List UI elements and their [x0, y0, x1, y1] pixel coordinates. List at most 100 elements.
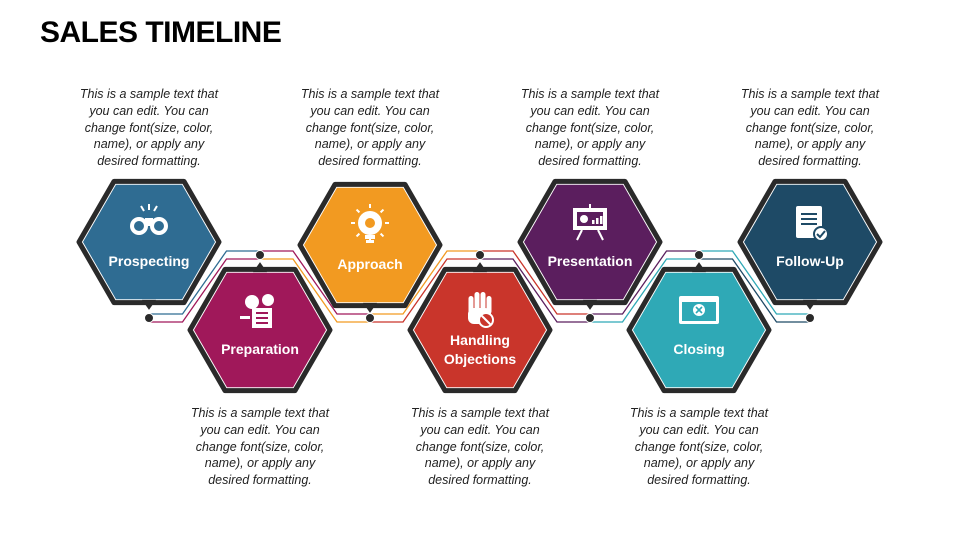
- pointer: [473, 262, 487, 273]
- hexagon-fill: [524, 184, 656, 300]
- hexagon-fill: [744, 184, 876, 300]
- description-line: This is a sample text that: [300, 87, 440, 101]
- description-line: you can edit. You can: [200, 422, 320, 437]
- step-label: Prospecting: [109, 253, 190, 269]
- step-6: Closing: [626, 250, 772, 394]
- description-line: you can edit. You can: [639, 422, 759, 437]
- description-line: name), or apply any: [204, 456, 316, 471]
- step-label: Follow-Up: [776, 253, 844, 269]
- description-line: name), or apply any: [754, 137, 866, 152]
- step-description: This is a sample text that you can edit. …: [175, 405, 345, 489]
- timeline-dot: [255, 250, 265, 260]
- connector-line: [260, 250, 370, 315]
- page-title: SALES TIMELINE: [40, 16, 282, 49]
- description-line: desired formatting.: [428, 473, 532, 488]
- timeline-dot: [365, 313, 375, 323]
- description-line: This is a sample text that: [520, 87, 660, 101]
- description-line: you can edit. You can: [420, 422, 540, 437]
- timeline-dot: [475, 250, 485, 260]
- lightbulb-gear-icon: [351, 204, 389, 243]
- description-line: name), or apply any: [93, 137, 205, 152]
- step-label: Objections: [444, 351, 517, 367]
- step-label: Approach: [337, 256, 402, 272]
- step-label: Closing: [673, 341, 724, 357]
- step-label: Presentation: [548, 253, 633, 269]
- step-description: This is a sample text that you can edit. …: [395, 405, 565, 489]
- description-line: desired formatting.: [97, 154, 201, 169]
- description-line: name), or apply any: [643, 456, 755, 471]
- step-description: This is a sample text that you can edit. …: [64, 86, 234, 170]
- connector-line: [699, 250, 810, 315]
- pointer: [253, 262, 267, 273]
- description-line: change font(size, color,: [195, 439, 325, 454]
- description-line: change font(size, color,: [415, 439, 545, 454]
- description-line: change font(size, color,: [84, 120, 214, 135]
- description-line: desired formatting.: [318, 154, 422, 169]
- description-line: This is a sample text that: [740, 87, 880, 101]
- closed-window-icon: [679, 296, 719, 324]
- hexagon-fill: [83, 184, 215, 300]
- step-hexagons: ProspectingPreparationApproachHandlingOb…: [76, 178, 883, 394]
- description-line: name), or apply any: [424, 456, 536, 471]
- step-5: Presentation: [517, 178, 663, 323]
- step-2: Preparation: [187, 250, 333, 394]
- pointer: [583, 299, 597, 310]
- connector-line: [590, 250, 699, 315]
- connectors: [149, 250, 810, 323]
- connector-line: [370, 258, 480, 323]
- pointer: [142, 299, 156, 310]
- description-line: This is a sample text that: [190, 406, 330, 420]
- step-description: This is a sample text that you can edit. …: [614, 405, 784, 489]
- step-description: This is a sample text that you can edit. …: [725, 86, 895, 170]
- description-line: change font(size, color,: [745, 120, 875, 135]
- step-7: Follow-Up: [737, 178, 883, 323]
- description-line: desired formatting.: [208, 473, 312, 488]
- connector-line: [260, 258, 370, 323]
- stop-hand-icon: [468, 292, 494, 328]
- description-line: This is a sample text that: [410, 406, 550, 420]
- description-line: change font(size, color,: [634, 439, 764, 454]
- connector-line: [149, 250, 260, 315]
- description-line: change font(size, color,: [525, 120, 655, 135]
- step-label: Preparation: [221, 341, 299, 357]
- timeline-dot: [805, 313, 815, 323]
- step-1: Prospecting: [76, 178, 222, 323]
- description-line: This is a sample text that: [629, 406, 769, 420]
- description-line: desired formatting.: [647, 473, 751, 488]
- description-line: you can edit. You can: [530, 103, 650, 118]
- step-description: This is a sample text that you can edit. …: [505, 86, 675, 170]
- binoculars-money-icon: [130, 204, 168, 235]
- document-check-icon: [796, 206, 829, 242]
- presentation-board-icon: [573, 204, 607, 241]
- timeline-dot: [144, 313, 154, 323]
- pointer: [692, 262, 706, 273]
- connector-line: [699, 258, 810, 323]
- hexagon-fill: [304, 187, 436, 303]
- connector-line: [480, 250, 590, 315]
- description-line: desired formatting.: [758, 154, 862, 169]
- description-line: name), or apply any: [314, 137, 426, 152]
- pointer: [363, 302, 377, 313]
- description-line: you can edit. You can: [750, 103, 870, 118]
- description-line: This is a sample text that: [79, 87, 219, 101]
- step-label: Handling: [450, 332, 510, 348]
- description-line: change font(size, color,: [305, 120, 435, 135]
- hexagon-fill: [633, 272, 765, 388]
- timeline-dot: [694, 250, 704, 260]
- description-line: name), or apply any: [534, 137, 646, 152]
- timeline-dot: [585, 313, 595, 323]
- step-3: Approach: [297, 181, 443, 323]
- gears-cloud-checklist-icon: [240, 294, 274, 328]
- pointer: [803, 299, 817, 310]
- description-line: desired formatting.: [538, 154, 642, 169]
- hexagon-fill: [194, 272, 326, 388]
- connector-line: [480, 258, 590, 323]
- connector-line: [590, 258, 699, 323]
- description-line: you can edit. You can: [89, 103, 209, 118]
- connector-line: [370, 250, 480, 315]
- connector-line: [149, 258, 260, 323]
- hexagon-fill: [414, 272, 546, 388]
